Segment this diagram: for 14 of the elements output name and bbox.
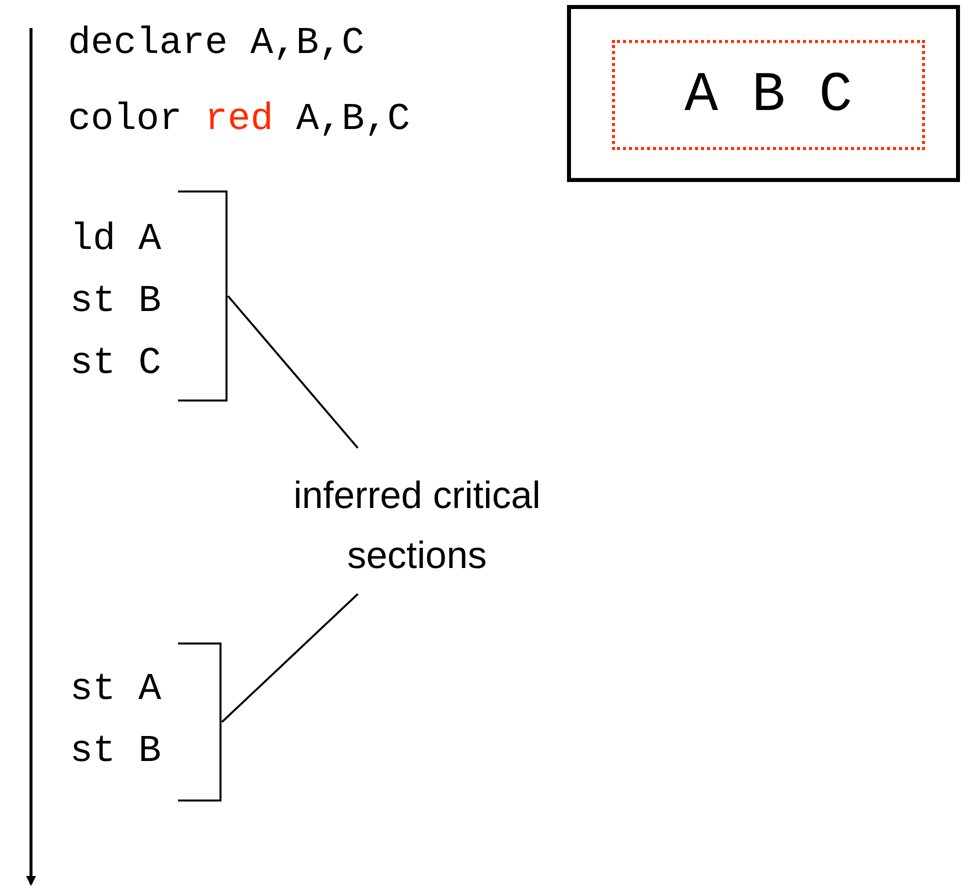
variable-group-box: A B C	[612, 40, 925, 150]
code-line: ld A	[70, 218, 162, 262]
annotation-text: inferred critical sections	[232, 466, 602, 586]
bracket	[178, 642, 222, 802]
leader-line	[227, 295, 359, 449]
bracket	[178, 190, 228, 402]
code-line: color red A,B,C	[68, 98, 410, 142]
code-line: st B	[70, 280, 162, 324]
leader-line	[221, 593, 358, 723]
code-line: st B	[70, 730, 162, 774]
code-line: declare A,B,C	[68, 22, 364, 66]
container-box	[567, 5, 960, 182]
code-line: st C	[70, 342, 162, 386]
code-line: st A	[70, 668, 162, 712]
